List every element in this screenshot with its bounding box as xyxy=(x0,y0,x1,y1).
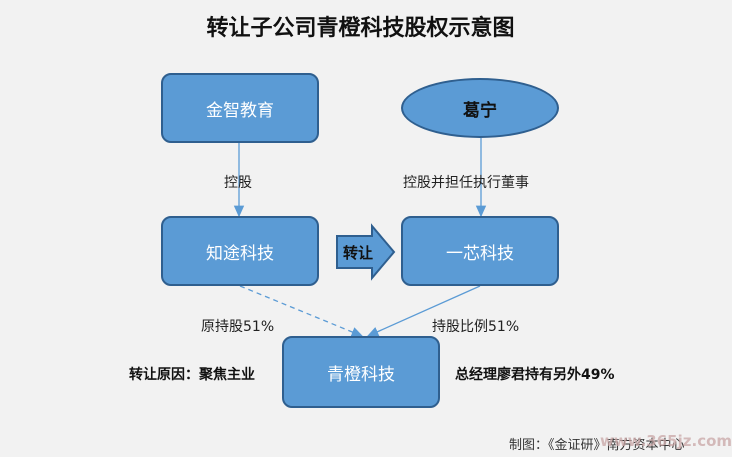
node-geming[interactable]: 葛宁 xyxy=(401,78,559,138)
edge-label-stake-ratio: 持股比例51% xyxy=(432,319,520,335)
edge-label-control: 控股 xyxy=(224,175,252,191)
transfer-arrow-label: 转让 xyxy=(342,243,373,262)
diagram-title: 转让子公司青橙科技股权示意图 xyxy=(206,16,515,41)
edge-zhitu-qingcheng xyxy=(239,285,364,337)
transfer-arrow-shape xyxy=(336,223,396,281)
node-qingcheng-tech[interactable]: 青橙科技 xyxy=(282,336,440,408)
edge-label-control-director: 控股并担任执行董事 xyxy=(403,175,529,191)
node-jinzhi-education[interactable]: 金智教育 xyxy=(161,73,319,143)
footer-source: 制图：《金证研》南方资本中心 xyxy=(509,438,685,453)
note-transfer-reason: 转让原因：聚焦主业 xyxy=(129,367,255,383)
node-yixin-tech[interactable]: 一芯科技 xyxy=(401,216,559,286)
node-zhitu-tech[interactable]: 知途科技 xyxy=(161,216,319,286)
note-manager-stake: 总经理廖君持有另外49% xyxy=(455,367,615,383)
edge-yixin-qingcheng xyxy=(366,285,481,337)
edge-label-original-stake: 原持股51% xyxy=(201,319,275,335)
watermark: www.365jz.com xyxy=(600,432,732,450)
